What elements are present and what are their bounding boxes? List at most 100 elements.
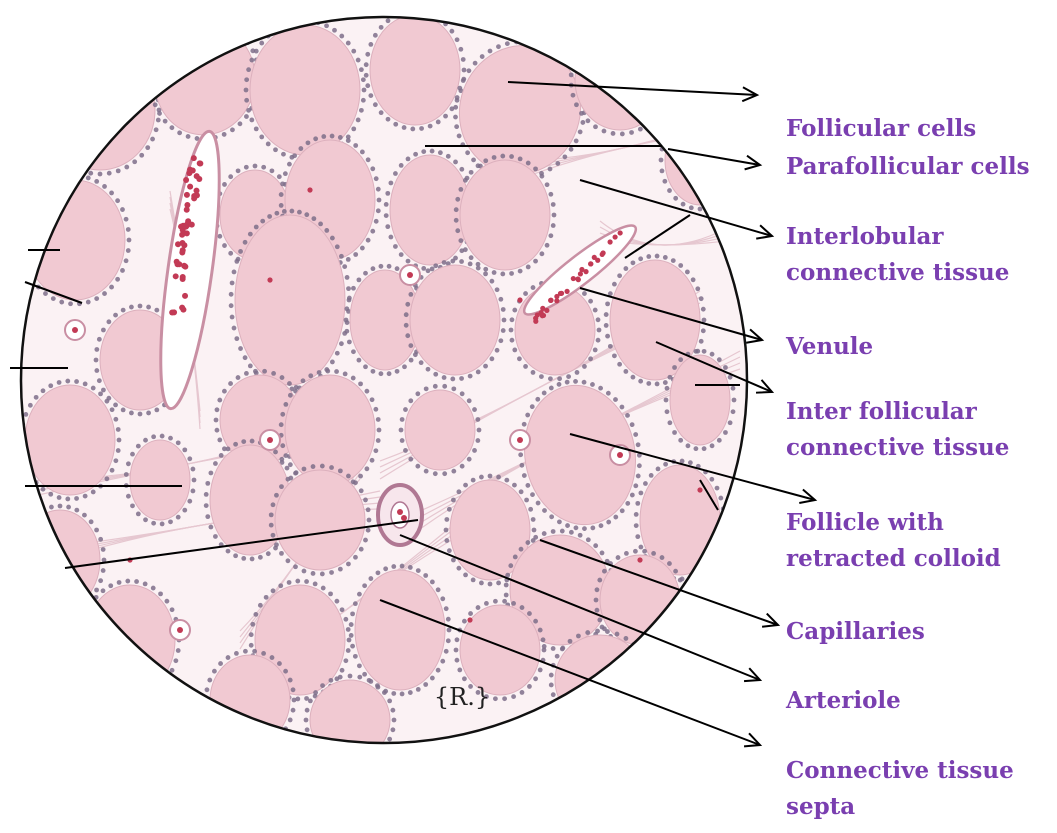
follicular-cell-nucleus: [386, 117, 391, 122]
follicular-cell-nucleus: [702, 446, 707, 451]
follicular-cell-nucleus: [205, 481, 210, 486]
follicular-cell-nucleus: [430, 267, 435, 272]
follicular-cell-nucleus: [646, 254, 651, 259]
follicular-cell-nucleus: [49, 611, 54, 616]
follicular-cell-nucleus: [566, 374, 571, 379]
follicular-cell-nucleus: [569, 72, 574, 77]
follicular-cell-nucleus: [320, 752, 325, 757]
follicular-cell-nucleus: [156, 118, 161, 123]
follicular-cell-nucleus: [672, 430, 677, 435]
follicular-cell-nucleus: [117, 438, 122, 443]
follicular-cell-nucleus: [353, 480, 358, 485]
follicular-cell-nucleus: [646, 122, 651, 127]
follicular-cell-nucleus: [578, 533, 583, 538]
follicular-cell-nucleus: [549, 46, 555, 52]
follicular-cell-nucleus: [651, 551, 656, 556]
red-blood-cell: [575, 276, 580, 281]
follicular-cell-nucleus: [681, 202, 686, 207]
follicular-cell-nucleus: [406, 157, 411, 162]
follicular-cell-nucleus: [490, 356, 495, 361]
follicular-cell-nucleus: [63, 159, 68, 164]
follicular-cell-nucleus: [689, 110, 694, 115]
follicular-cell-nucleus: [295, 579, 300, 584]
follicular-cell-nucleus: [241, 556, 246, 561]
follicular-cell-nucleus: [424, 469, 429, 474]
follicular-cell-nucleus: [222, 182, 227, 187]
follicular-cell-nucleus: [130, 503, 135, 508]
follicular-cell-nucleus: [698, 109, 703, 114]
follicular-cell-nucleus: [39, 98, 44, 103]
follicular-cell-nucleus: [23, 412, 28, 417]
follicular-cell-nucleus: [127, 238, 132, 243]
follicular-cell-nucleus: [539, 374, 544, 379]
follicular-cell-nucleus: [94, 347, 99, 352]
follicular-cell-nucleus: [357, 675, 362, 680]
follicular-cell-nucleus: [717, 438, 722, 443]
follicular-cell-nucleus: [671, 258, 676, 263]
follicular-cell-nucleus: [21, 528, 26, 533]
follicular-cell-nucleus: [338, 135, 343, 140]
follicular-cell-nucleus: [460, 391, 465, 396]
follicular-cell-nucleus: [655, 382, 660, 387]
follicular-cell-nucleus: [638, 491, 643, 496]
follicular-cell-nucleus: [86, 176, 91, 181]
follicular-cell-nucleus: [116, 168, 121, 173]
follicular-cell-nucleus: [469, 255, 474, 260]
follicular-cell-nucleus: [731, 627, 736, 632]
follicular-cell-nucleus: [269, 512, 274, 517]
follicular-cell-nucleus: [105, 399, 110, 404]
follicular-cell-nucleus: [362, 88, 367, 93]
follicular-cell-nucleus: [253, 369, 258, 374]
follicular-cell-nucleus: [646, 381, 651, 386]
follicular-cell-nucleus: [542, 648, 547, 653]
follicular-cell-nucleus: [419, 9, 424, 14]
follicular-cell-nucleus: [83, 381, 88, 386]
follicular-cell-nucleus: [551, 202, 556, 207]
follicular-cell-nucleus: [604, 323, 609, 328]
follicular-cell-nucleus: [143, 694, 148, 699]
follicular-cell-nucleus: [362, 583, 367, 588]
follicular-cell-nucleus: [382, 745, 387, 750]
follicular-cell-nucleus: [291, 708, 296, 713]
follicular-cell-nucleus: [344, 329, 349, 334]
follicular-cell-nucleus: [126, 227, 131, 232]
follicular-cell-nucleus: [283, 171, 288, 176]
follicular-cell-nucleus: [94, 680, 99, 685]
follicular-cell-nucleus: [269, 523, 274, 528]
follicular-cell-nucleus: [88, 171, 93, 176]
follicular-cell-nucleus: [402, 364, 407, 369]
follicular-cell-nucleus: [731, 386, 736, 391]
follicular-cell-nucleus: [611, 24, 616, 29]
follicular-cell-nucleus: [363, 364, 368, 369]
follicular-cell-nucleus: [22, 258, 27, 263]
red-blood-cell: [187, 184, 193, 190]
follicular-cell-nucleus: [683, 598, 688, 603]
follicular-cell-nucleus: [340, 607, 345, 612]
follicular-cell-nucleus: [230, 281, 235, 286]
follicular-cell-nucleus: [533, 166, 538, 171]
follicular-cell-nucleus: [80, 622, 85, 627]
follicular-cell-nucleus: [376, 438, 381, 443]
follicular-cell-nucleus: [733, 136, 738, 141]
follicular-cell-nucleus: [597, 578, 602, 583]
follicular-cell-nucleus: [376, 208, 381, 213]
follicular-cell-nucleus: [244, 98, 249, 103]
follicular-cell-nucleus: [666, 67, 671, 72]
follicular-cell-nucleus: [353, 555, 358, 560]
follicular-cell-nucleus: [492, 270, 497, 275]
follicular-cell-nucleus: [715, 549, 720, 554]
follicular-cell-nucleus: [433, 372, 438, 377]
follicular-cell-nucleus: [663, 255, 668, 260]
follicular-cell-nucleus: [442, 471, 447, 476]
follicular-cell-nucleus: [368, 93, 373, 98]
follicular-cell-nucleus: [476, 605, 481, 610]
follicular-cell-nucleus: [631, 375, 636, 380]
follicular-cell-nucleus: [270, 655, 275, 660]
follicular-cell-nucleus: [631, 713, 636, 718]
follicular-cell-nucleus: [234, 336, 239, 341]
follicular-cell-nucleus: [359, 108, 364, 113]
follicular-cell-nucleus: [239, 33, 245, 39]
follicular-cell-nucleus: [258, 603, 263, 608]
follicular-cell-nucleus: [94, 358, 99, 363]
label-line: Venule: [786, 329, 873, 365]
